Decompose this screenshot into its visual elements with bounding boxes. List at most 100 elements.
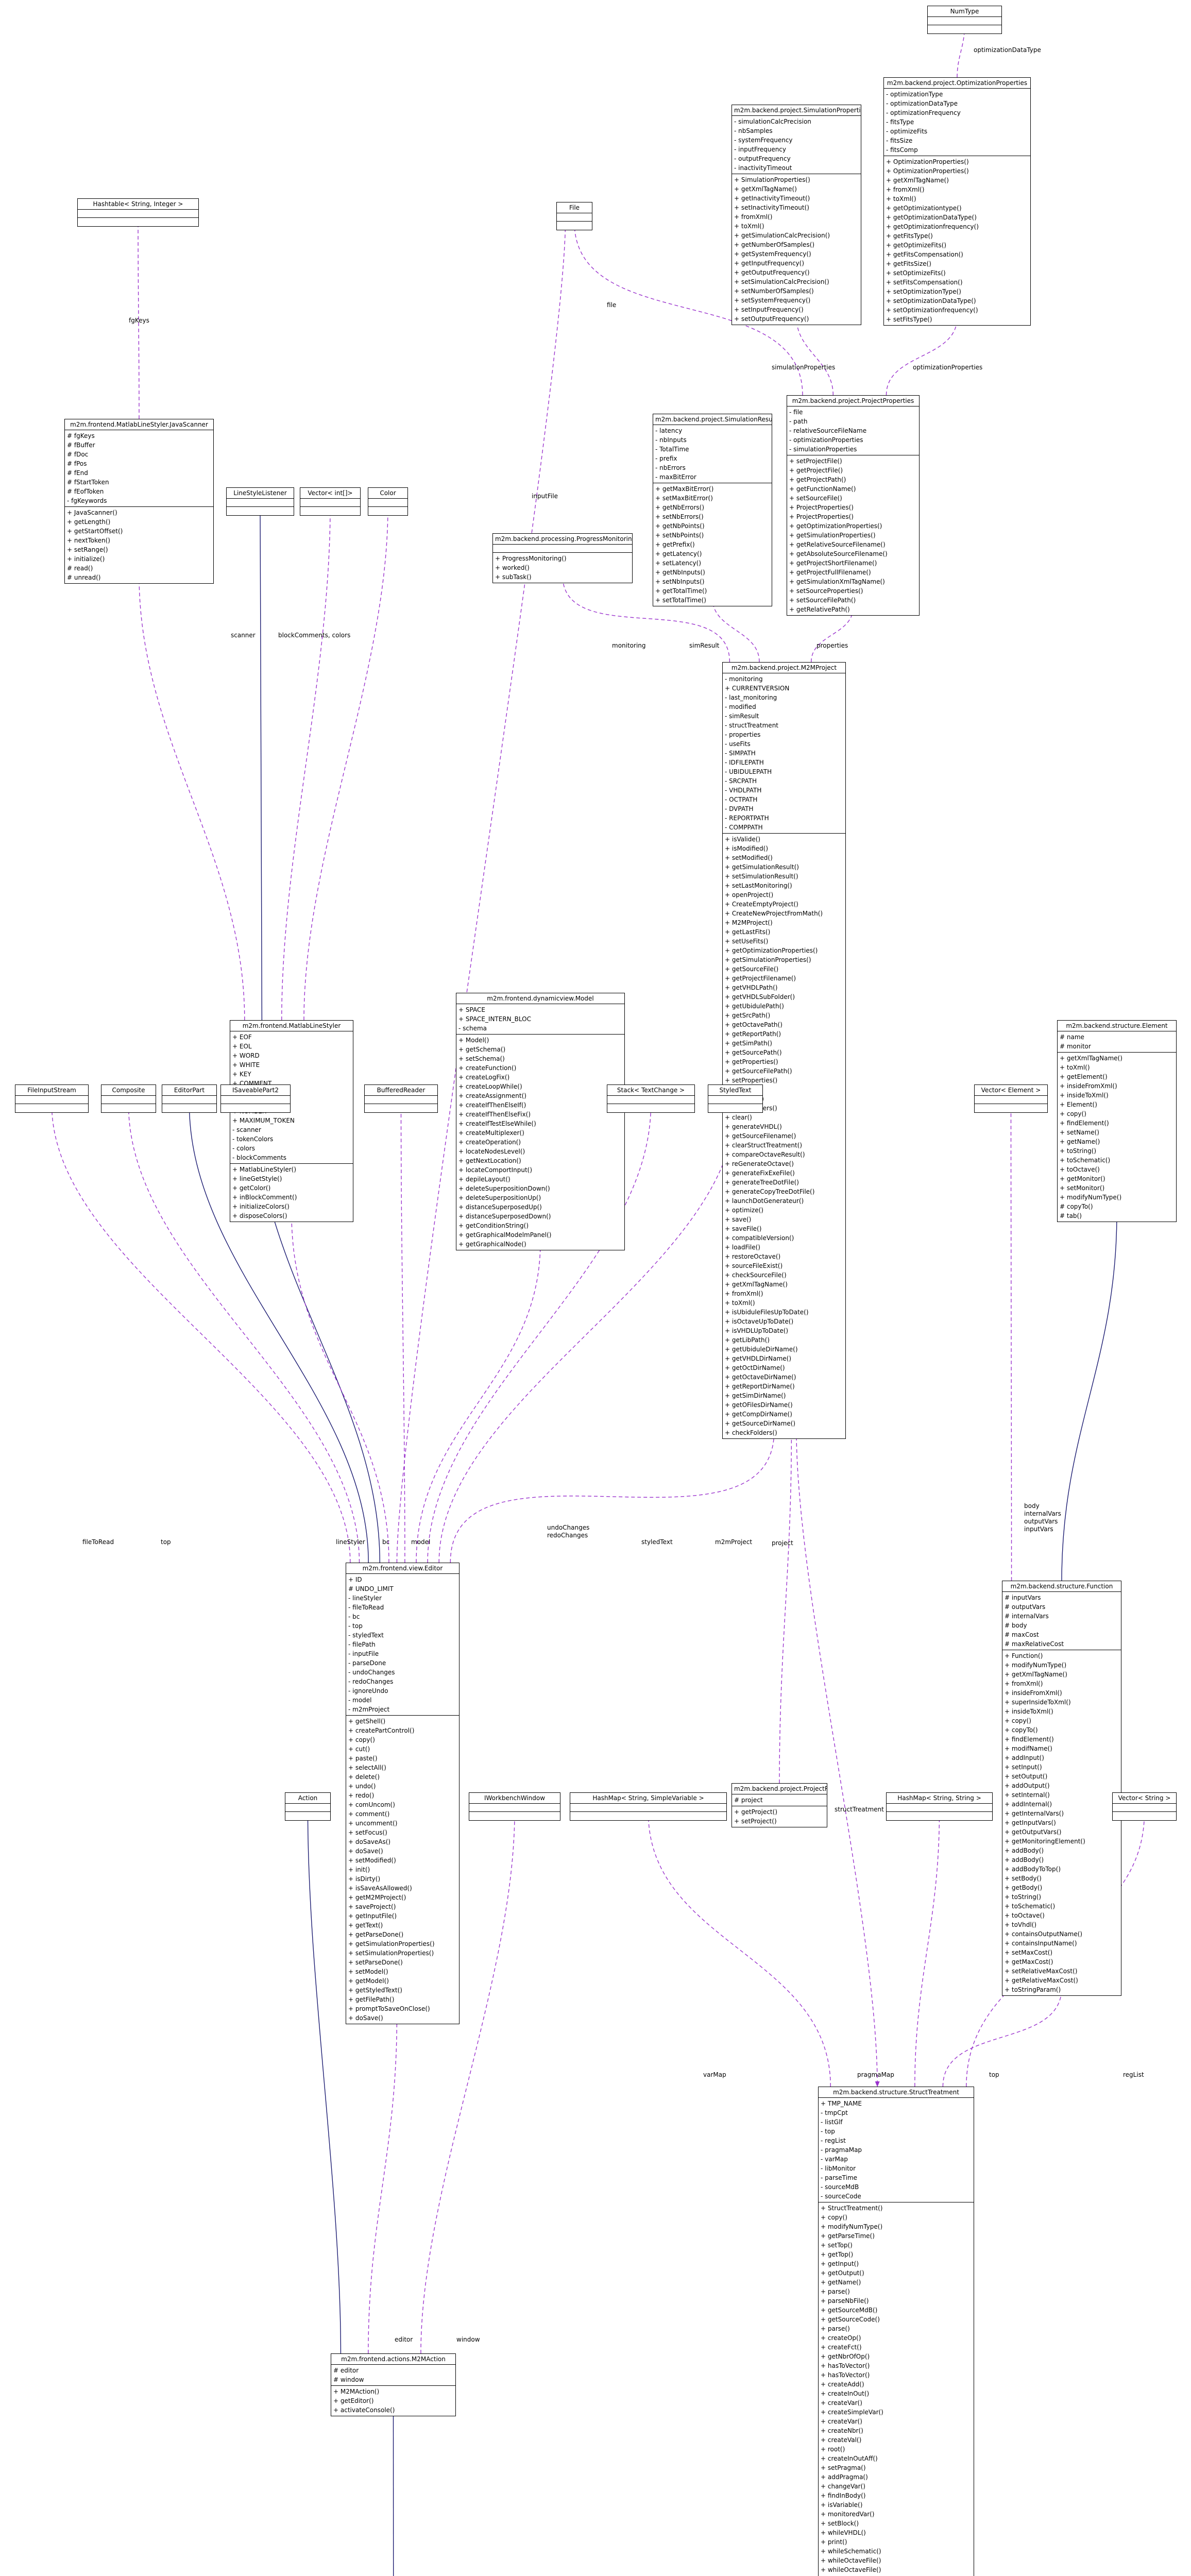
class-vectorIntArr[interactable]: Vector< int[]> xyxy=(300,487,361,516)
method-row: + containsInputName() xyxy=(1005,1940,1077,1947)
method-row: + setSourceFile() xyxy=(789,495,842,502)
class-stackTextChange[interactable]: Stack< TextChange > xyxy=(607,1084,695,1113)
method-row: + toXml() xyxy=(725,1299,755,1307)
method-row: + generateCopyTreeDotFile() xyxy=(725,1188,815,1195)
class-hashMapStringString[interactable]: HashMap< String, String > xyxy=(886,1792,993,1821)
edge-label-optProps-numtype: optimizationDataType xyxy=(974,46,1041,54)
method-row: + loadFile() xyxy=(725,1244,760,1251)
method-row: + setBlock() xyxy=(821,2520,859,2527)
method-row: + fromXml() xyxy=(1005,1680,1043,1687)
class-title-progressMonitoring: m2m.backend.processing.ProgressMonitorin… xyxy=(493,534,632,545)
class-hashtable[interactable]: Hashtable< String, Integer > xyxy=(77,198,199,227)
method-row: + getOutputFrequency() xyxy=(734,269,810,276)
method-row: + copy() xyxy=(821,2214,847,2221)
method-row: + getOFilesDirName() xyxy=(725,1401,793,1409)
class-projectRef[interactable]: m2m.backend.project.ProjectRef# project+… xyxy=(731,1783,827,1827)
class-hashMapSimpleVar[interactable]: HashMap< String, SimpleVariable > xyxy=(570,1792,727,1821)
method-row: + parse() xyxy=(821,2325,850,2332)
class-m2mAction[interactable]: m2m.frontend.actions.M2MAction# editor# … xyxy=(331,2353,456,2416)
method-row: + setModified() xyxy=(725,854,773,861)
method-row: + copyTo() xyxy=(1005,1726,1038,1734)
vectorString-attrs-compartment xyxy=(1113,1804,1176,1812)
method-row: + isSaveAsAllowed() xyxy=(348,1885,412,1892)
method-row: + depileLayout() xyxy=(458,1176,511,1183)
attribute-row: # monitor xyxy=(1060,1043,1091,1050)
class-element[interactable]: m2m.backend.structure.Element# name# mon… xyxy=(1057,1020,1177,1222)
class-title-model: m2m.frontend.dynamicview.Model xyxy=(456,993,624,1004)
class-structTreatment[interactable]: m2m.backend.structure.StructTreatment+ T… xyxy=(818,2087,974,2576)
method-row: + OptimizationProperties() xyxy=(886,167,969,175)
method-row: + getInput() xyxy=(821,2260,859,2267)
attribute-row: # fEofToken xyxy=(67,488,104,495)
method-row: + locateNodesLevel() xyxy=(458,1148,525,1155)
attribute-row: - sourceCode xyxy=(821,2193,861,2200)
class-color[interactable]: Color xyxy=(368,487,408,516)
class-title-iWorkbenchWindow: IWorkbenchWindow xyxy=(469,1793,560,1804)
attribute-row: # maxCost xyxy=(1005,1631,1039,1638)
attribute-row: - libMonitor xyxy=(821,2165,856,2172)
class-javaScanner[interactable]: m2m.frontend.MatlabLineStyler.JavaScanne… xyxy=(64,419,214,584)
method-row: + getFitsType() xyxy=(886,232,933,240)
class-iWorkbenchWindow[interactable]: IWorkbenchWindow xyxy=(469,1792,560,1821)
attribute-row: # UNDO_LIMIT xyxy=(348,1585,394,1592)
class-composite[interactable]: Composite xyxy=(101,1084,156,1113)
class-editorPart[interactable]: EditorPart xyxy=(162,1084,217,1113)
method-row: + openProject() xyxy=(725,891,774,899)
method-row: + redo() xyxy=(348,1792,375,1799)
class-progressMonitoring[interactable]: m2m.backend.processing.ProgressMonitorin… xyxy=(492,533,633,583)
class-bufferedReader[interactable]: BufferedReader xyxy=(364,1084,438,1113)
edge-label-structTreatment-hashMapSimpleVar: varMap xyxy=(703,2071,726,2078)
attribute-row: - colors xyxy=(232,1145,255,1152)
method-row: + setParseDone() xyxy=(348,1959,403,1966)
class-numtype[interactable]: NumType xyxy=(927,6,1002,34)
method-row: + getMaxCost() xyxy=(1005,1958,1053,1965)
method-row: + delete() xyxy=(348,1773,380,1781)
attribute-row: # fgKeys xyxy=(67,432,95,439)
method-row: + insideToXml() xyxy=(1060,1092,1109,1099)
class-vectorString[interactable]: Vector< String > xyxy=(1112,1792,1177,1821)
method-row: + getEditor() xyxy=(333,2397,374,2404)
attribute-row: + KEY xyxy=(232,1071,251,1078)
edge-m2mAction-to-action-inheritance xyxy=(305,1812,342,2354)
class-projProps[interactable]: m2m.backend.project.ProjectProperties- f… xyxy=(787,395,920,616)
optProps-methods-compartment: + OptimizationProperties()+ Optimization… xyxy=(884,156,1030,325)
method-row: # read() xyxy=(67,565,93,572)
action-methods-compartment xyxy=(285,1812,330,1820)
class-fileInputStream[interactable]: FileInputStream xyxy=(15,1084,89,1113)
attribute-row: - optimizeFits xyxy=(886,128,928,135)
method-row: + getNbPoints() xyxy=(655,522,705,530)
class-simProps[interactable]: m2m.backend.project.SimulationProperties… xyxy=(731,105,861,325)
method-row: + setProject() xyxy=(734,1818,777,1825)
edge-label-m2mAction-editor: editor xyxy=(395,2336,413,2343)
method-row: + getRelativePath() xyxy=(789,606,850,613)
method-row: + createSimpleVar() xyxy=(821,2409,883,2416)
method-row: + getFunctionName() xyxy=(789,485,856,493)
m2mProject-attrs-compartment: - monitoring+ CURRENTVERSION- last_monit… xyxy=(723,673,845,834)
attribute-row: - model xyxy=(348,1697,372,1704)
class-styledText[interactable]: StyledText xyxy=(708,1084,763,1113)
attribute-row: - IDFILEPATH xyxy=(725,759,764,766)
method-row: + inBlockComment() xyxy=(232,1194,297,1201)
class-model[interactable]: m2m.frontend.dynamicview.Model+ SPACE+ S… xyxy=(456,993,625,1250)
class-vectorElement[interactable]: Vector< Element > xyxy=(974,1084,1048,1113)
method-row: + setFitsCompensation() xyxy=(886,279,963,286)
attribute-row: - latency xyxy=(655,427,683,434)
method-row: + doSave() xyxy=(348,1848,383,1855)
class-simResult[interactable]: m2m.backend.project.SimulationResult- la… xyxy=(653,414,772,606)
class-editor[interactable]: m2m.frontend.view.Editor+ ID# UNDO_LIMIT… xyxy=(346,1563,460,2024)
class-isaveablePart2[interactable]: ISaveablePart2 xyxy=(220,1084,291,1113)
method-row: + isVariable() xyxy=(821,2501,863,2509)
class-action[interactable]: Action xyxy=(285,1792,331,1821)
edge-label-editor-fileInputStream: fileToRead xyxy=(82,1538,114,1546)
method-row: + getSourceDirName() xyxy=(725,1420,796,1427)
class-file[interactable]: File xyxy=(556,202,592,230)
class-optProps[interactable]: m2m.backend.project.OptimizationProperti… xyxy=(883,77,1031,326)
class-m2mProject[interactable]: m2m.backend.project.M2MProject- monitori… xyxy=(722,662,846,1439)
class-function[interactable]: m2m.backend.structure.Function# inputVar… xyxy=(1002,1581,1121,1996)
attribute-row: - schema xyxy=(458,1025,487,1032)
method-row: + getElement() xyxy=(1060,1073,1108,1080)
class-lineStyleListener[interactable]: LineStyleListener xyxy=(226,487,294,516)
class-matlabLineStyler[interactable]: m2m.frontend.MatlabLineStyler+ EOF+ EOL+… xyxy=(230,1020,353,1222)
vectorIntArr-attrs-compartment xyxy=(300,499,360,507)
method-row: + copy() xyxy=(1005,1717,1031,1724)
